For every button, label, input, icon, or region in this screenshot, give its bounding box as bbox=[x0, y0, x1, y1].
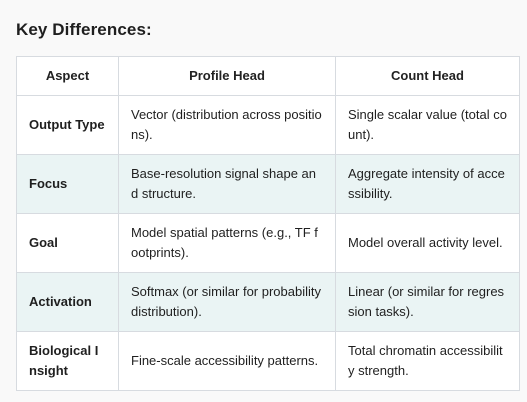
column-header-profile-head: Profile Head bbox=[118, 56, 336, 96]
differences-table: Aspect Profile Head Count Head Output Ty… bbox=[16, 56, 520, 391]
aspect-cell: Focus bbox=[16, 154, 119, 214]
profile-head-cell: Softmax (or similar for probability dist… bbox=[118, 272, 336, 332]
table-row: Activation Softmax (or similar for proba… bbox=[16, 272, 520, 332]
count-head-cell: Aggregate intensity of accessibility. bbox=[335, 154, 520, 214]
count-head-cell: Model overall activity level. bbox=[335, 213, 520, 273]
aspect-cell: Output Type bbox=[16, 95, 119, 155]
profile-head-cell: Base-resolution signal shape and structu… bbox=[118, 154, 336, 214]
aspect-cell: Goal bbox=[16, 213, 119, 273]
table-row: Biological Insight Fine-scale accessibil… bbox=[16, 331, 520, 391]
aspect-cell: Activation bbox=[16, 272, 119, 332]
table-row: Focus Base-resolution signal shape and s… bbox=[16, 154, 520, 214]
profile-head-cell: Fine-scale accessibility patterns. bbox=[118, 331, 336, 391]
count-head-cell: Linear (or similar for regression tasks)… bbox=[335, 272, 520, 332]
aspect-cell: Biological Insight bbox=[16, 331, 119, 391]
column-header-count-head: Count Head bbox=[335, 56, 520, 96]
table-row: Goal Model spatial patterns (e.g., TF fo… bbox=[16, 213, 520, 273]
count-head-cell: Total chromatin accessibility strength. bbox=[335, 331, 520, 391]
section-heading: Key Differences: bbox=[16, 20, 152, 39]
profile-head-cell: Model spatial patterns (e.g., TF footpri… bbox=[118, 213, 336, 273]
table-row: Output Type Vector (distribution across … bbox=[16, 95, 520, 155]
column-header-aspect: Aspect bbox=[16, 56, 119, 96]
profile-head-cell: Vector (distribution across positions). bbox=[118, 95, 336, 155]
count-head-cell: Single scalar value (total count). bbox=[335, 95, 520, 155]
table-header-row: Aspect Profile Head Count Head bbox=[16, 56, 520, 96]
